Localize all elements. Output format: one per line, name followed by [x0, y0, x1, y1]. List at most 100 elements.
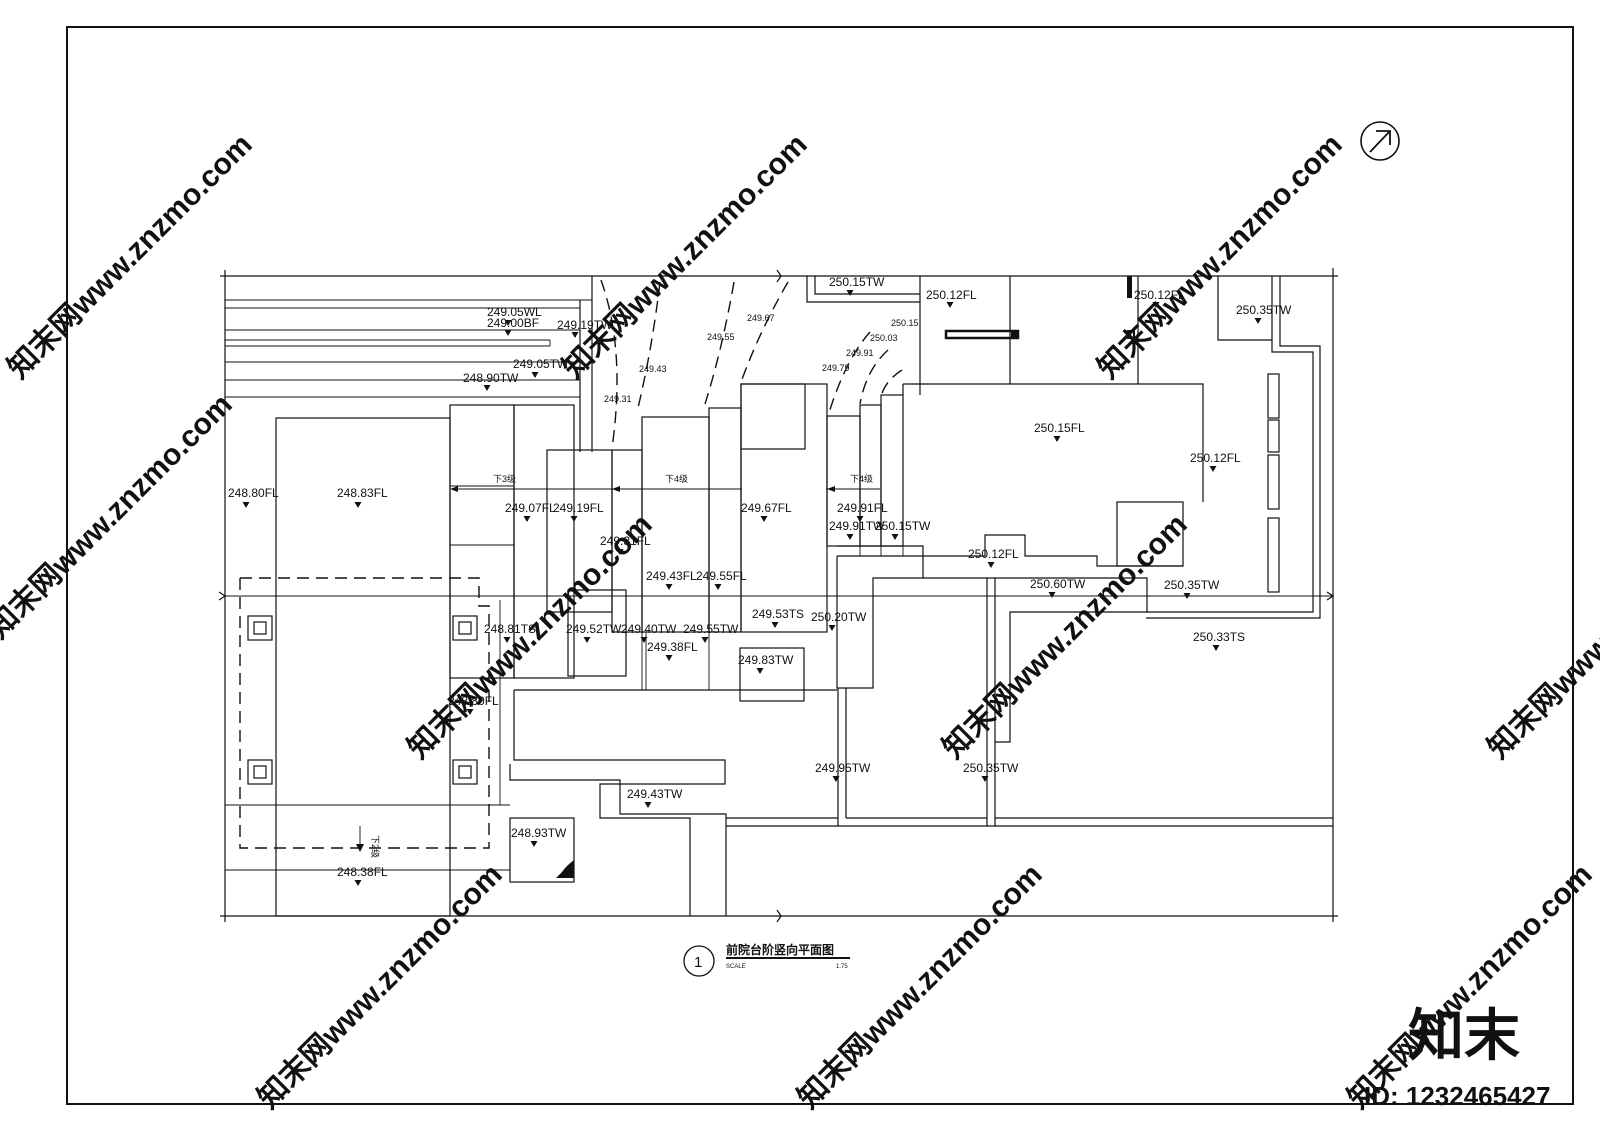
- elevation-label: 249.83TW: [738, 653, 794, 674]
- elevation-label: 249.95TW: [815, 761, 871, 782]
- step-note-text: 下4级: [665, 473, 688, 484]
- drawing-number: 1: [694, 954, 702, 971]
- watermark-text: 知末网www.znzmo.com: [557, 128, 814, 385]
- elevation-text: 249.55FL: [696, 569, 747, 583]
- watermark-text: 知末网www.znzmo.com: [792, 858, 1049, 1115]
- elevation-marker-icon: [856, 516, 864, 522]
- elevation-text: 250.12FL: [1190, 451, 1241, 465]
- elevation-marker-icon: [644, 802, 652, 808]
- elevation-marker-icon: [640, 637, 648, 643]
- slope-elevation-text: 249.79: [822, 363, 850, 373]
- stair-steps: [449, 383, 904, 702]
- elevation-text: 249.91FL: [837, 501, 888, 515]
- elevation-marker-icon: [242, 502, 250, 508]
- watermark-id: ID: 1232465427: [1364, 1081, 1550, 1111]
- elevation-text: 249.91TW: [829, 519, 885, 533]
- elevation-marker-icon: [832, 776, 840, 782]
- elevation-marker-icon: [1152, 302, 1160, 308]
- elevation-text: 249.53TS: [752, 607, 804, 621]
- planter-corner-icon: [556, 860, 574, 878]
- slope-contours: [600, 279, 903, 449]
- drawing-title-block: 1 前院台阶竖向平面图 SCALE 1:75: [683, 942, 850, 977]
- elevation-label: 249.91TW: [829, 519, 885, 540]
- elevation-text: 248.93TW: [511, 826, 567, 840]
- elevation-marker-icon: [946, 302, 954, 308]
- elevation-marker-icon: [701, 637, 709, 643]
- elevation-marker-icon: [1048, 592, 1056, 598]
- elevation-label: 248.81TS: [484, 622, 536, 643]
- elevation-text: 249.52TW: [566, 622, 622, 636]
- elevation-marker-icon: [846, 290, 854, 296]
- elevation-marker-icon: [981, 776, 989, 782]
- lower-walkway: [509, 689, 837, 916]
- step-note-text: 下3级: [493, 473, 516, 484]
- elevation-label: 249.43FL: [646, 569, 697, 590]
- elevation-marker-icon: [531, 372, 539, 378]
- elevation-label: 250.35TW: [1164, 578, 1220, 599]
- elevation-label: 249.43TW: [627, 787, 683, 808]
- left-courtyard: [224, 417, 510, 917]
- elevation-label: 248.90TW: [463, 371, 519, 391]
- slope-elevation-text: 249.67: [747, 313, 775, 323]
- elevation-label: 250.15TW: [875, 519, 931, 540]
- elevation-marker-icon: [570, 516, 578, 522]
- elevation-marker-icon: [1212, 645, 1220, 651]
- elevation-marker-icon: [571, 332, 579, 338]
- elevation-label: 249.38FL: [647, 640, 698, 661]
- drawing-title: 前院台阶竖向平面图: [726, 942, 834, 957]
- column-base-icon: [247, 615, 273, 641]
- scale-label: SCALE: [726, 964, 746, 970]
- elevation-label: 250.15TW: [829, 275, 885, 296]
- elevation-text: 249.95TW: [815, 761, 871, 775]
- elevation-text: 249.40TW: [621, 622, 677, 636]
- elevation-marker-icon: [503, 637, 511, 643]
- elevation-label: 249.67FL: [741, 501, 792, 522]
- elevation-text: 250.35TW: [963, 761, 1019, 775]
- elevation-label: 249.05TW: [513, 357, 569, 378]
- column-base-icon: [452, 759, 478, 785]
- elevation-marker-icon: [828, 625, 836, 631]
- elevation-text: 249.07FL: [505, 501, 556, 515]
- elevation-label: 249.52TW: [566, 622, 622, 643]
- elevation-label: 250.12FL: [926, 288, 977, 308]
- elevation-marker-icon: [523, 516, 531, 522]
- elevation-text: 249.31FL: [600, 534, 651, 548]
- elevation-label: 248.83FL: [337, 486, 388, 508]
- drain-grate-icon: [944, 329, 1020, 340]
- elevation-text: 249.19TW: [557, 318, 613, 332]
- step-notes: 下3级下4级下4级下2级: [370, 473, 873, 858]
- elevation-text: 248.83FL: [337, 486, 388, 500]
- elevation-label: 250.35TW: [963, 761, 1019, 782]
- elevation-label: 249.91FL: [837, 501, 888, 522]
- elevation-text: 250.33TS: [1193, 630, 1245, 644]
- elevation-text: 250.35TW: [1236, 303, 1292, 317]
- plan-outline: [220, 268, 1338, 922]
- slope-elevation-text: 249.55: [707, 332, 735, 342]
- slope-elevation-text: 250.15: [891, 318, 919, 328]
- elevation-label: 248.93TW: [511, 826, 567, 847]
- elevation-label: 250.12FL: [968, 547, 1019, 568]
- elevation-text: 248.90TW: [463, 371, 519, 385]
- elevation-label: 250.15FL: [1034, 421, 1085, 442]
- elevation-label: 250.35TW: [1236, 303, 1292, 324]
- watermark-text: 知末网www.znzmo.com: [2, 128, 259, 385]
- elevation-label: 249.31FL: [600, 534, 651, 555]
- elevation-marker-icon: [760, 516, 768, 522]
- elevation-marker-icon: [583, 637, 591, 643]
- elevation-text: 249.43TW: [627, 787, 683, 801]
- elevation-text: 249.00BF: [487, 316, 539, 330]
- elevation-text: 250.60TW: [1030, 577, 1086, 591]
- elevation-label: 249.05WL: [487, 305, 542, 326]
- elevation-text: 249.05WL: [487, 305, 542, 319]
- elevation-marker-icon: [714, 584, 722, 590]
- break-marks: [218, 269, 1335, 923]
- slope-elevation-text: 249.31: [604, 394, 632, 404]
- elevation-label: 250.20TW: [811, 610, 867, 631]
- elevation-label: 248.80FL: [448, 694, 499, 715]
- elevation-label: 250.60TW: [1030, 577, 1086, 598]
- elevation-label: 249.53TS: [752, 607, 804, 628]
- step-note-text: 下2级: [370, 835, 381, 858]
- elevation-marker-icon: [1183, 593, 1191, 599]
